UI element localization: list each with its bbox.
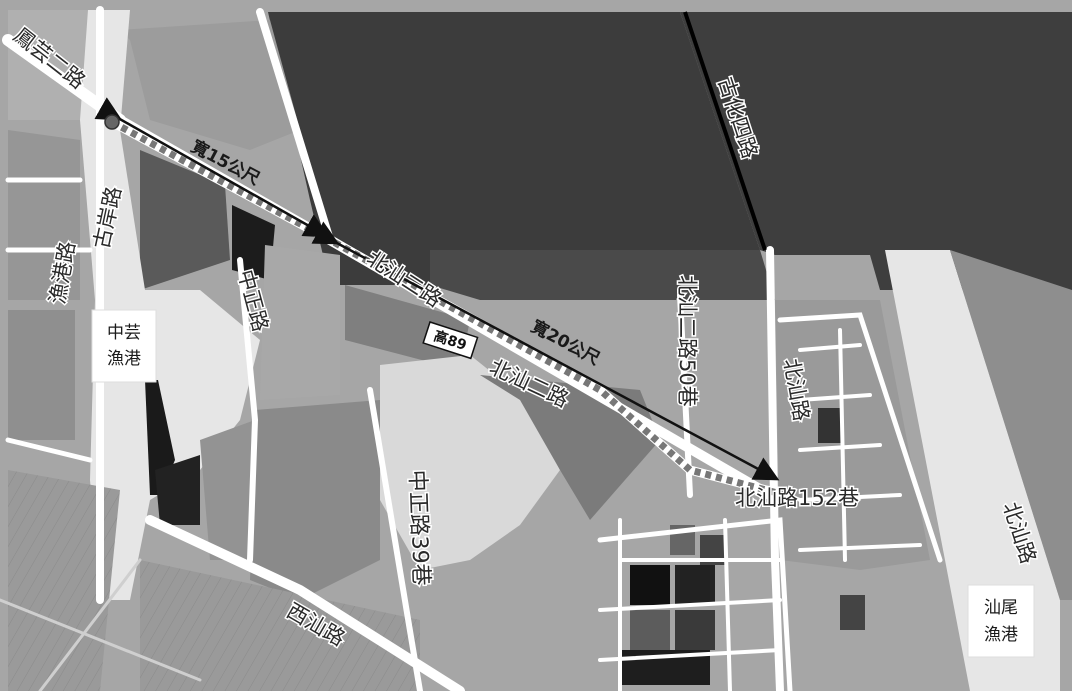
block-east-2 — [950, 250, 1072, 600]
harbor-type-shanwei: 漁港 — [984, 625, 1018, 645]
road-label-zhongzheng-alley-39: 中正路39巷 — [404, 469, 433, 586]
width-arrow-west — [94, 97, 330, 238]
hatched-zone-south — [140, 560, 420, 691]
block-west-2 — [8, 130, 80, 300]
harbor-label-zhongyun[interactable]: 中芸 漁港 — [91, 309, 157, 383]
harbor-name-shanwei: 汕尾 — [984, 598, 1018, 618]
harbor-name-zhongyun: 中芸 — [107, 323, 141, 343]
route-start-point[interactable] — [104, 114, 120, 130]
harbor-strip-zhongyun — [80, 10, 260, 600]
harbor-strip-shanwei — [885, 250, 1060, 691]
harbor-type-zhongyun: 漁港 — [107, 349, 141, 369]
mid-area-north — [430, 250, 775, 300]
width-arrow-east — [311, 221, 780, 481]
dark-area-north — [268, 12, 760, 285]
harbor-label-shanwei[interactable]: 汕尾 漁港 — [967, 584, 1035, 658]
dark-area-northeast — [680, 12, 1072, 290]
block-mid-4 — [200, 420, 255, 560]
block-west-3 — [8, 310, 75, 440]
route-end-point[interactable] — [779, 488, 795, 504]
road-label-beishan-alley-152: 北汕路152巷 — [735, 486, 859, 510]
block-east-1 — [775, 300, 930, 570]
block-black-2 — [155, 455, 200, 525]
road-label-alley-50: 北汕二路50巷 — [675, 275, 699, 407]
